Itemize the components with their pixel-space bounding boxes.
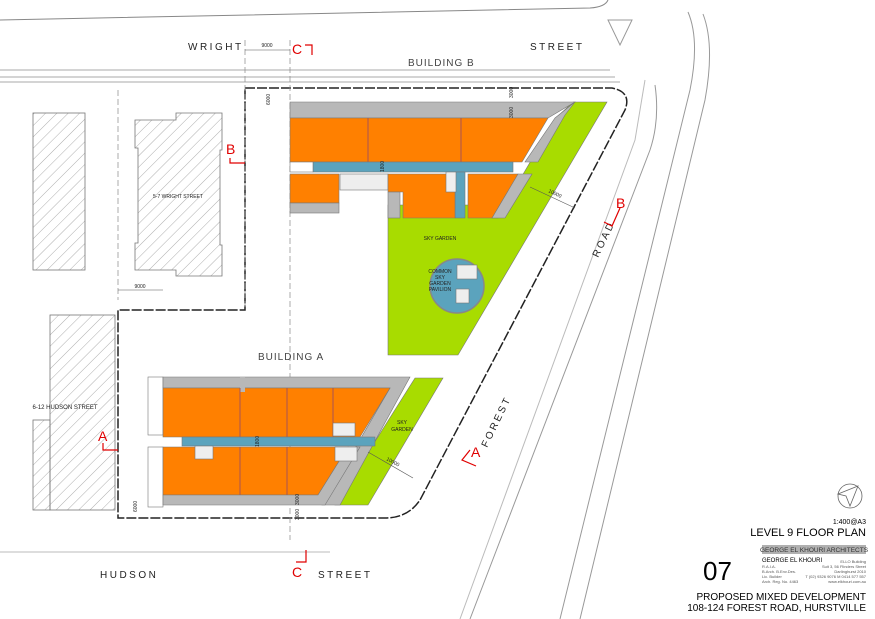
- sky-garden-a-label: SKY: [397, 420, 408, 426]
- address-line: www.elkhouri.com.au: [828, 579, 866, 584]
- section-a-marker: A: [98, 428, 108, 444]
- road-label-forest: ROAD: [591, 220, 618, 260]
- dimension-label: 9000: [134, 284, 145, 290]
- dimension-label: 3000: [295, 494, 301, 505]
- credential: B.Arch. B.Env.Des.: [762, 569, 796, 574]
- architect-name: GEORGE EL KHOURI: [762, 558, 822, 564]
- drawing-number: 07: [703, 556, 732, 586]
- pavilion-label: SKY: [435, 275, 446, 281]
- street-label-wright: WRIGHT: [188, 42, 244, 53]
- address-line: ELLO Building: [840, 559, 866, 564]
- drawing-title: LEVEL 9 FLOOR PLAN: [750, 527, 866, 539]
- address-line: Suit 3, 56 Flinders Street: [822, 564, 867, 569]
- dimension-label: 3000: [295, 509, 301, 520]
- balcony-b-top: [289, 101, 577, 119]
- dimension-label: 1800: [380, 161, 386, 172]
- firm-banner: GEORGE EL KHOURI ARCHITECTS: [760, 547, 869, 554]
- road-label-forest: FOREST: [480, 395, 514, 450]
- apartment-b-sw: [289, 173, 340, 204]
- credential: Lic. Builder: [762, 574, 782, 579]
- credential: R.A.I.A.: [762, 564, 776, 569]
- section-b-marker: B: [616, 195, 625, 211]
- pavilion-label: GARDEN: [429, 281, 451, 287]
- neighbour-label-wright: 5-7 WRIGHT STREET: [153, 194, 203, 200]
- street-label-hudson: HUDSON: [100, 570, 158, 581]
- street-label-wright: STREET: [530, 42, 584, 53]
- dimension-label: 6000: [266, 94, 272, 105]
- dimension-label: 1800: [255, 436, 261, 447]
- building-a: SKY GARDEN: [147, 376, 444, 508]
- dimension-label: 3000: [509, 87, 515, 98]
- section-b-marker: B: [226, 141, 235, 157]
- sky-garden-a-label: GARDEN: [391, 427, 413, 433]
- road-lines: [0, 0, 710, 619]
- dimension-label: 10000: [547, 188, 562, 199]
- building-a-label: BUILDING A: [258, 352, 324, 363]
- building-b-label: BUILDING B: [408, 58, 475, 69]
- pavilion-label: PAVILION: [429, 287, 452, 293]
- apartments-a-south: [162, 446, 349, 496]
- address-line: T (02) 9326 9076 M 0414 577 557: [805, 574, 866, 579]
- credential: Arch. Reg. No. 4463: [762, 579, 799, 584]
- section-c-marker: C: [292, 564, 302, 580]
- section-a-marker: A: [471, 444, 481, 460]
- corridor-b: [312, 161, 514, 173]
- pavilion-label: COMMON: [428, 269, 452, 275]
- apartments-a-north: [162, 387, 391, 438]
- neighbour-buildings: [32, 112, 223, 511]
- building-b: COMMON SKY GARDEN PAVILION SKY GARDEN: [289, 101, 608, 356]
- scale-label: 1:400@A3: [833, 519, 866, 526]
- dimension-label: 3000: [509, 107, 515, 118]
- north-arrow-icon: [836, 483, 863, 509]
- dimension-label: 9000: [261, 43, 272, 49]
- address-line: Darlinghurst 2010: [834, 569, 866, 574]
- dimension-label: 10000: [385, 456, 400, 468]
- dimension-label: 6000: [133, 501, 139, 512]
- street-label-hudson: STREET: [318, 570, 372, 581]
- section-c-marker: C: [292, 41, 302, 57]
- corridor-a: [181, 436, 376, 447]
- sky-garden-b-label: SKY GARDEN: [424, 236, 457, 242]
- lifts-b: [339, 173, 389, 191]
- site-address: 108-124 FOREST ROAD, HURSTVILLE: [687, 603, 866, 614]
- neighbour-label-hudson: 6-12 HUDSON STREET: [32, 405, 97, 411]
- title-block: 1:400@A3 LEVEL 9 FLOOR PLAN GEORGE EL KH…: [687, 483, 869, 614]
- section-markers: [102, 44, 621, 563]
- site-boundary: [117, 87, 628, 519]
- apartments-b-north: [289, 117, 549, 163]
- project-name: PROPOSED MIXED DEVELOPMENT: [697, 592, 866, 603]
